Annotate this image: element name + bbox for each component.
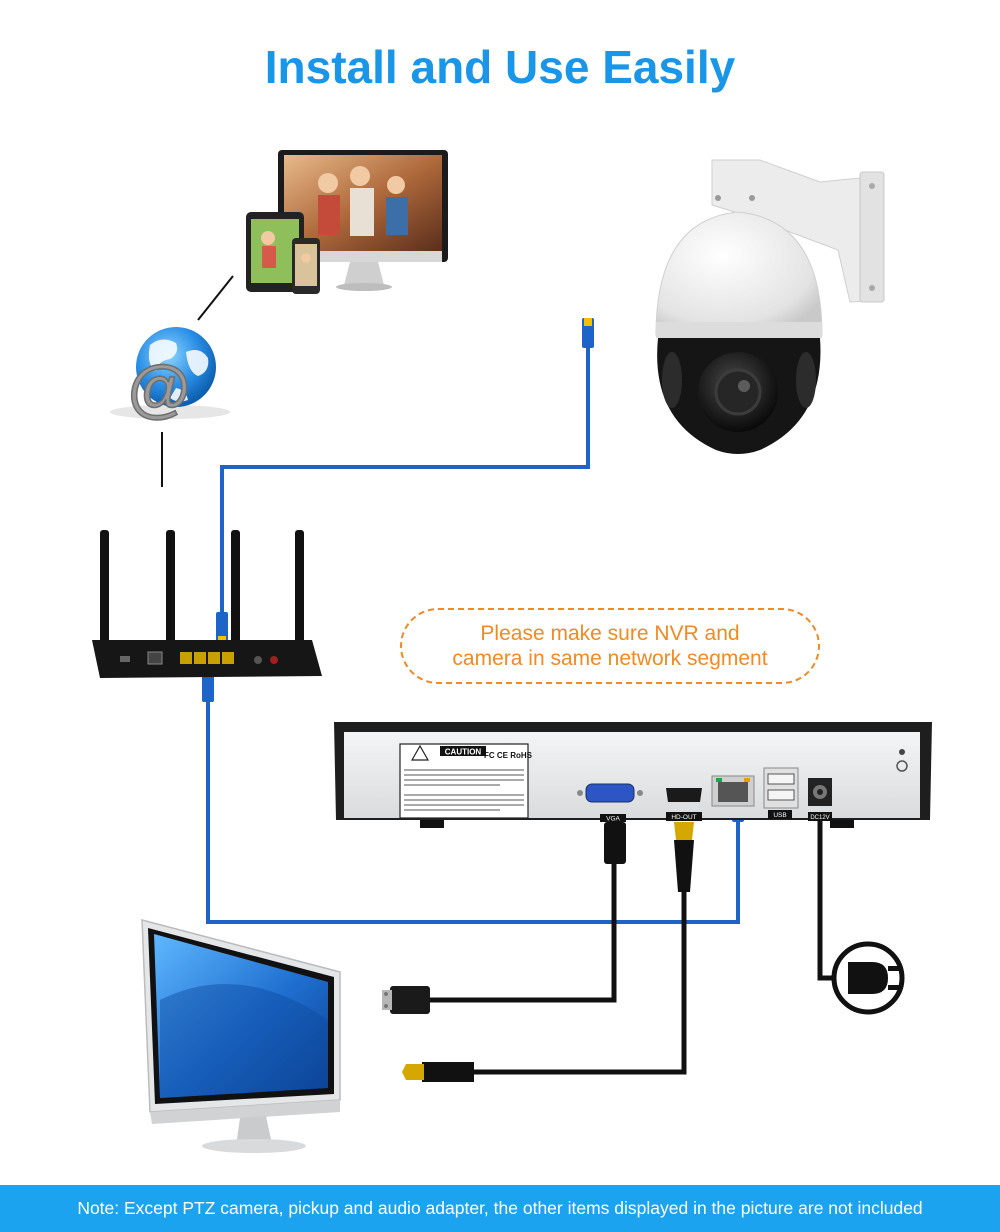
page-title: Install and Use Easily (264, 41, 736, 93)
dc-port-label: DC12V (810, 815, 829, 821)
vga-plug-icon (382, 986, 430, 1014)
ethernet-cable-nvr (206, 700, 740, 924)
footer-note-bar: Note: Except PTZ camera, pickup and audi… (0, 1185, 1000, 1232)
vga-port-label: VGA (606, 816, 620, 823)
ethernet-plug-router-top (216, 612, 228, 644)
network-segment-note: Please make sure NVR and camera in same … (400, 608, 820, 684)
note-line-2: camera in same network segment (452, 647, 768, 670)
power-cable (817, 820, 840, 981)
hdout-port-label: HD-OUT (671, 814, 696, 821)
hdmi-cable (470, 822, 694, 1075)
footer-note-text: Note: Except PTZ camera, pickup and audi… (77, 1198, 923, 1218)
power-plug-icon (831, 941, 905, 1015)
vga-cable (428, 822, 626, 1003)
link-line-devices (197, 275, 234, 321)
svg-text:@: @ (128, 352, 190, 424)
router-icon (92, 530, 322, 678)
certifications-label: FC CE RoHS (484, 751, 533, 760)
monitor-icon (141, 919, 341, 1153)
usb-port-label: USB (773, 812, 786, 819)
ethernet-plug-camera (582, 318, 594, 348)
ptz-camera-icon (655, 159, 885, 454)
hdmi-plug-icon (402, 1062, 474, 1082)
note-line-1: Please make sure NVR and (480, 622, 740, 645)
ethernet-cable-camera (220, 345, 590, 612)
display-devices-icon (246, 150, 448, 294)
internet-globe-icon: @ (110, 327, 230, 425)
caution-label: CAUTION (445, 748, 482, 757)
nvr-icon: CAUTION FC CE RoHS VGA HD-OUT USB (334, 722, 932, 828)
